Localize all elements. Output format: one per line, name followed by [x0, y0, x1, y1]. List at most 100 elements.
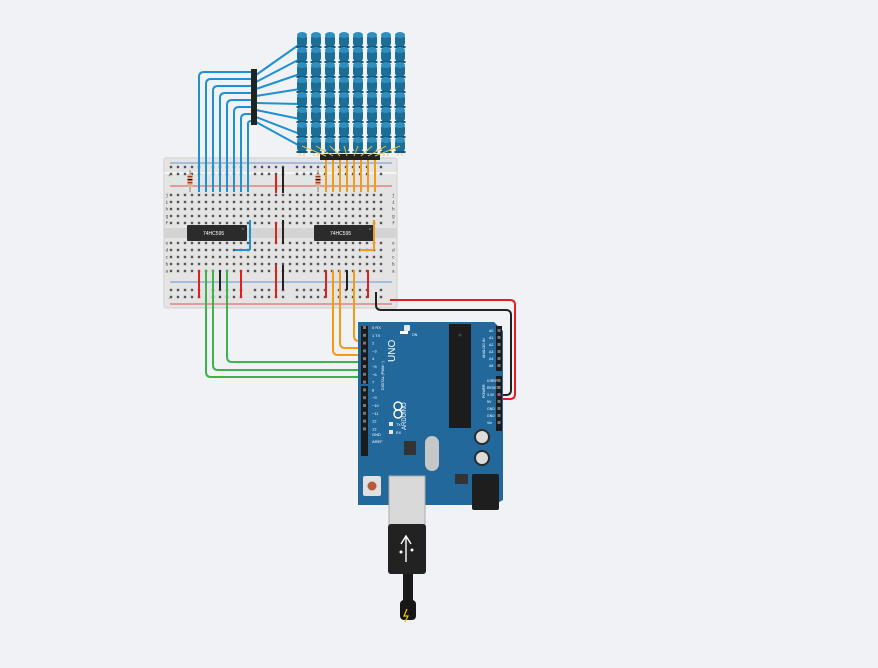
- led[interactable]: [296, 137, 308, 156]
- breadboard-hole[interactable]: [337, 248, 341, 252]
- breadboard-hole[interactable]: [204, 262, 208, 266]
- breadboard-hole[interactable]: [330, 262, 334, 266]
- breadboard-hole[interactable]: [344, 262, 348, 266]
- rail-hole[interactable]: [302, 295, 306, 299]
- breadboard-hole[interactable]: [309, 207, 313, 211]
- breadboard-hole[interactable]: [204, 207, 208, 211]
- breadboard-hole[interactable]: [372, 200, 376, 204]
- breadboard-hole[interactable]: [323, 248, 327, 252]
- breadboard-hole[interactable]: [204, 200, 208, 204]
- breadboard-hole[interactable]: [253, 269, 257, 273]
- breadboard-hole[interactable]: [358, 255, 362, 259]
- digital-pin[interactable]: [363, 326, 366, 329]
- breadboard-hole[interactable]: [274, 200, 278, 204]
- breadboard-hole[interactable]: [183, 214, 187, 218]
- breadboard-hole[interactable]: [316, 214, 320, 218]
- rail-hole[interactable]: [274, 172, 278, 176]
- breadboard-hole[interactable]: [351, 200, 355, 204]
- breadboard-hole[interactable]: [225, 214, 229, 218]
- breadboard-hole[interactable]: [302, 193, 306, 197]
- breadboard-hole[interactable]: [197, 193, 201, 197]
- breadboard-hole[interactable]: [239, 221, 243, 225]
- breadboard-hole[interactable]: [253, 248, 257, 252]
- breadboard-hole[interactable]: [316, 221, 320, 225]
- analog-pin[interactable]: [497, 336, 501, 339]
- breadboard-hole[interactable]: [176, 200, 180, 204]
- breadboard-hole[interactable]: [330, 214, 334, 218]
- led[interactable]: [394, 137, 406, 156]
- breadboard-hole[interactable]: [372, 214, 376, 218]
- breadboard-hole[interactable]: [176, 207, 180, 211]
- breadboard-hole[interactable]: [183, 269, 187, 273]
- breadboard-hole[interactable]: [288, 248, 292, 252]
- breadboard-hole[interactable]: [253, 255, 257, 259]
- breadboard-hole[interactable]: [239, 255, 243, 259]
- breadboard-hole[interactable]: [190, 248, 194, 252]
- rail-hole[interactable]: [316, 288, 320, 292]
- breadboard-hole[interactable]: [183, 200, 187, 204]
- breadboard-hole[interactable]: [246, 269, 250, 273]
- breadboard-hole[interactable]: [225, 193, 229, 197]
- breadboard-hole[interactable]: [281, 200, 285, 204]
- digital-pin[interactable]: [363, 427, 366, 431]
- rail-hole[interactable]: [344, 295, 348, 299]
- breadboard-hole[interactable]: [267, 262, 271, 266]
- breadboard-hole[interactable]: [225, 255, 229, 259]
- breadboard-hole[interactable]: [309, 214, 313, 218]
- rail-hole[interactable]: [309, 172, 313, 176]
- rail-hole[interactable]: [176, 165, 180, 169]
- breadboard-hole[interactable]: [218, 207, 222, 211]
- breadboard-hole[interactable]: [260, 214, 264, 218]
- breadboard-hole[interactable]: [267, 221, 271, 225]
- breadboard-hole[interactable]: [197, 221, 201, 225]
- breadboard-hole[interactable]: [239, 200, 243, 204]
- breadboard-hole[interactable]: [239, 241, 243, 245]
- breadboard-hole[interactable]: [246, 214, 250, 218]
- breadboard-hole[interactable]: [190, 241, 194, 245]
- breadboard-hole[interactable]: [232, 269, 236, 273]
- breadboard-hole[interactable]: [274, 214, 278, 218]
- rail-hole[interactable]: [218, 295, 222, 299]
- breadboard-hole[interactable]: [190, 207, 194, 211]
- breadboard-hole[interactable]: [295, 255, 299, 259]
- rail-hole[interactable]: [169, 172, 173, 176]
- rail-hole[interactable]: [358, 295, 362, 299]
- breadboard-hole[interactable]: [190, 193, 194, 197]
- breadboard-hole[interactable]: [323, 193, 327, 197]
- breadboard-hole[interactable]: [239, 193, 243, 197]
- rail-hole[interactable]: [190, 288, 194, 292]
- breadboard-hole[interactable]: [358, 207, 362, 211]
- breadboard-hole[interactable]: [274, 248, 278, 252]
- led[interactable]: [338, 47, 350, 66]
- breadboard-hole[interactable]: [260, 200, 264, 204]
- breadboard-hole[interactable]: [337, 193, 341, 197]
- breadboard-hole[interactable]: [260, 193, 264, 197]
- breadboard-hole[interactable]: [358, 200, 362, 204]
- breadboard-hole[interactable]: [295, 221, 299, 225]
- breadboard-hole[interactable]: [309, 255, 313, 259]
- breadboard-hole[interactable]: [351, 255, 355, 259]
- breadboard-hole[interactable]: [351, 221, 355, 225]
- breadboard-hole[interactable]: [232, 241, 236, 245]
- breadboard-hole[interactable]: [379, 269, 383, 273]
- breadboard-hole[interactable]: [190, 221, 194, 225]
- rail-hole[interactable]: [183, 295, 187, 299]
- breadboard-hole[interactable]: [295, 269, 299, 273]
- breadboard-hole[interactable]: [288, 262, 292, 266]
- breadboard-hole[interactable]: [239, 262, 243, 266]
- breadboard-hole[interactable]: [302, 248, 306, 252]
- breadboard-hole[interactable]: [176, 221, 180, 225]
- breadboard-hole[interactable]: [288, 193, 292, 197]
- breadboard-hole[interactable]: [211, 221, 215, 225]
- digital-pin[interactable]: [363, 388, 366, 392]
- breadboard-hole[interactable]: [344, 200, 348, 204]
- breadboard-hole[interactable]: [260, 241, 264, 245]
- breadboard-hole[interactable]: [281, 255, 285, 259]
- breadboard-hole[interactable]: [330, 193, 334, 197]
- rail-hole[interactable]: [302, 172, 306, 176]
- breadboard-hole[interactable]: [379, 221, 383, 225]
- breadboard-hole[interactable]: [302, 262, 306, 266]
- rail-hole[interactable]: [253, 172, 257, 176]
- breadboard-hole[interactable]: [330, 200, 334, 204]
- breadboard-hole[interactable]: [232, 214, 236, 218]
